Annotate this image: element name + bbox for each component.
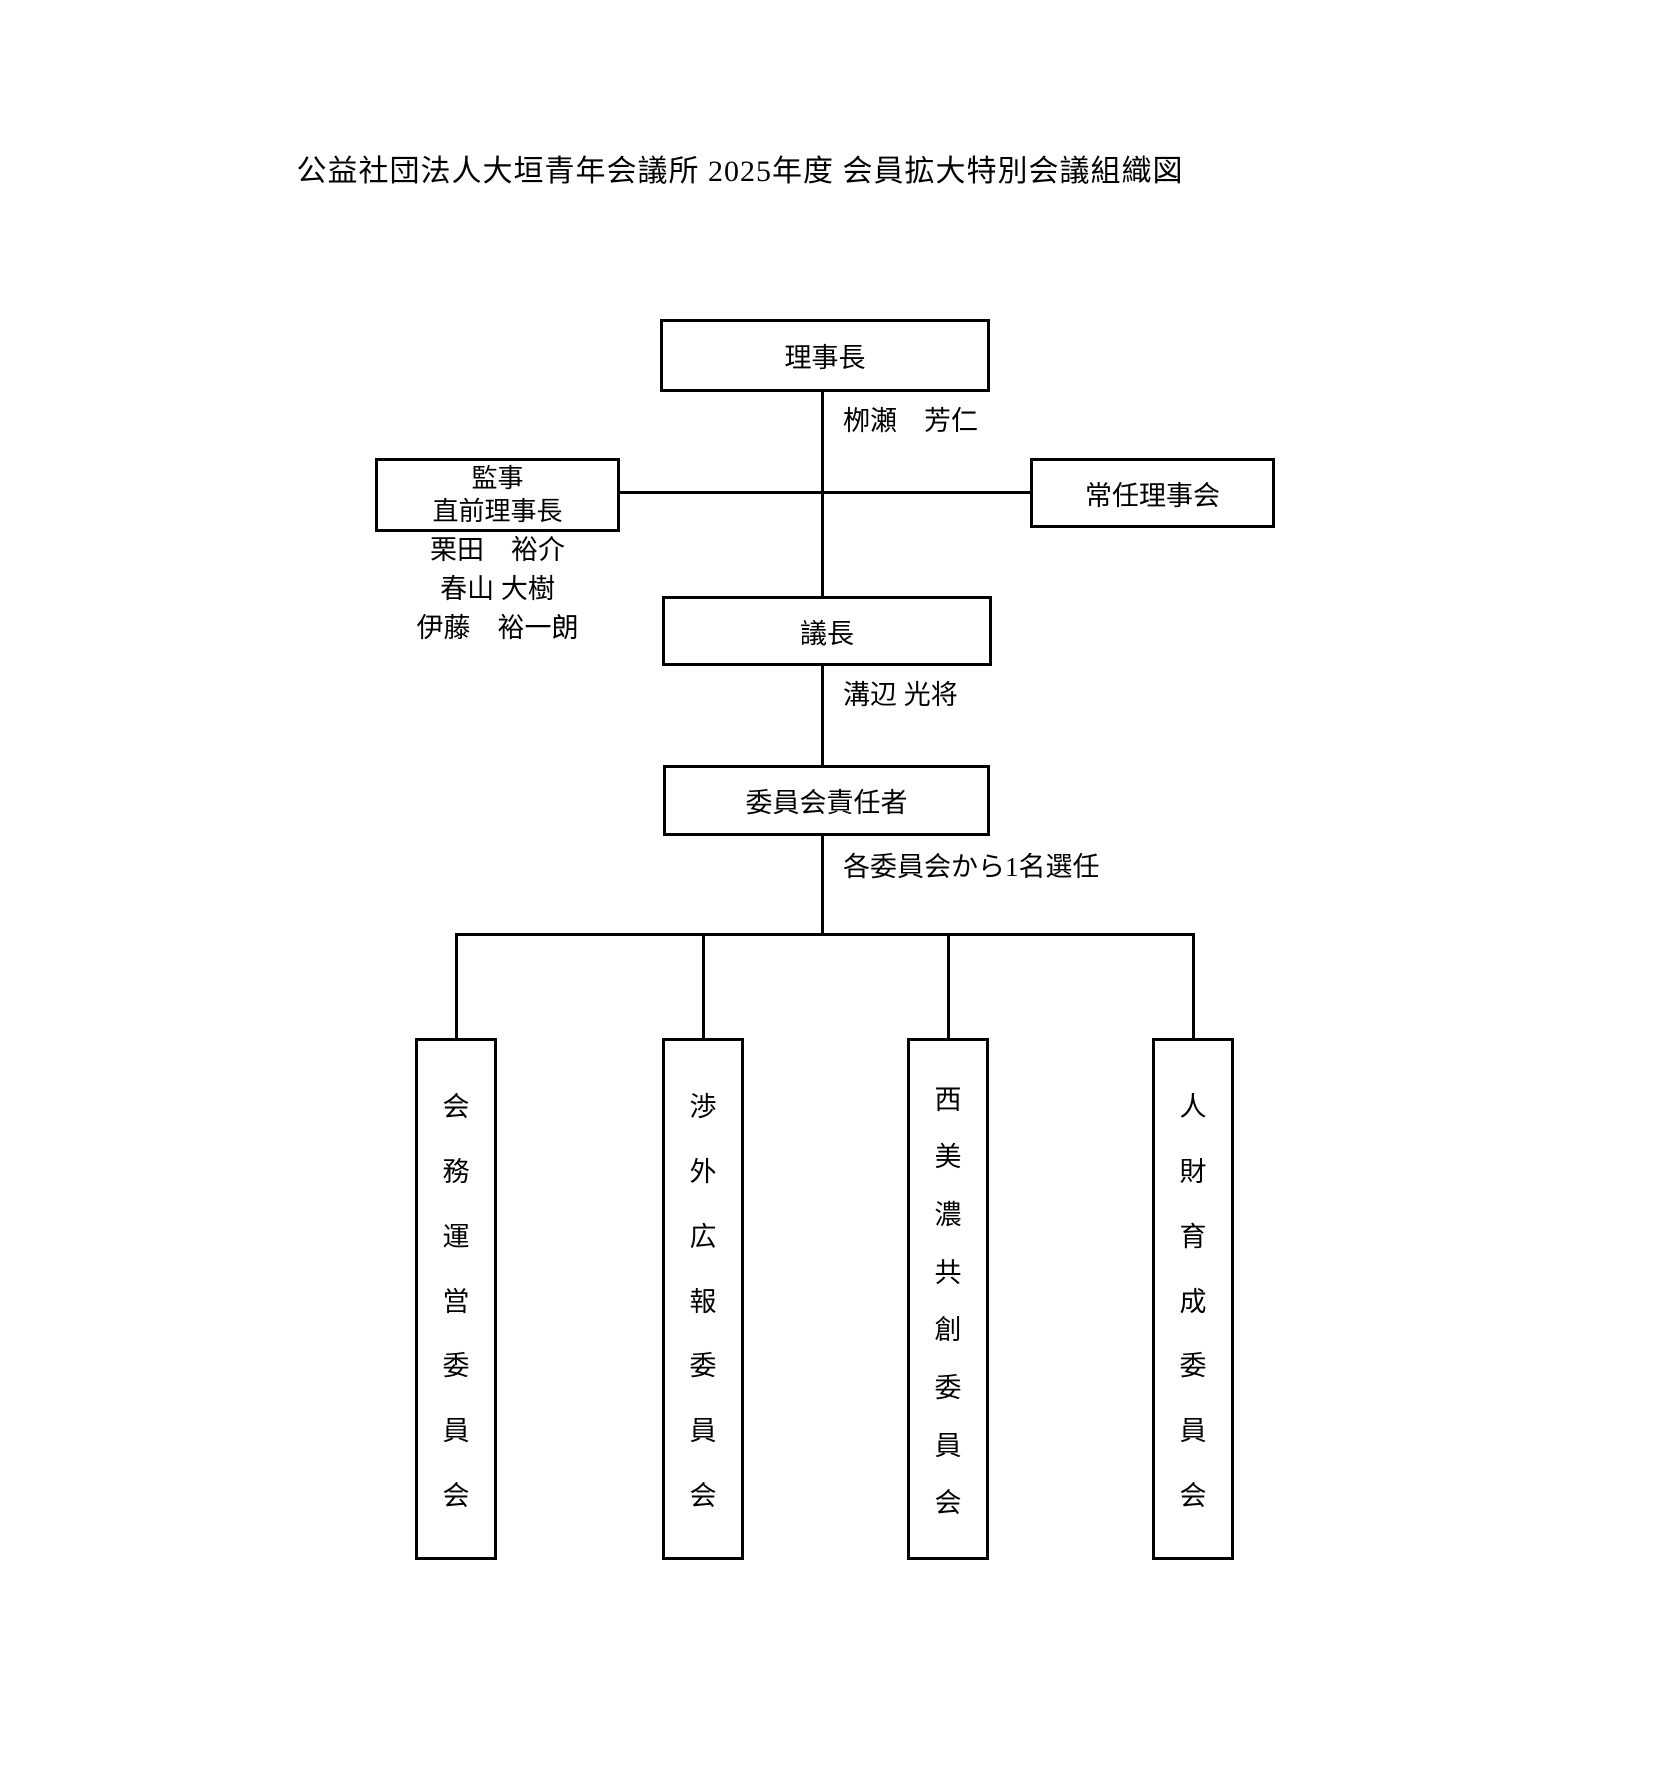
vertical-char: 員 [689, 1416, 717, 1447]
auditor-label-line1: 監事 [471, 464, 524, 493]
standing-board-label: 常任理事会 [1085, 480, 1220, 511]
vertical-char: 報 [689, 1286, 717, 1317]
committee-box-kaimu-unei: 会務運営委員会 [415, 1038, 497, 1560]
vertical-char: 委 [1179, 1351, 1207, 1382]
auditor-label: 監事 直前理事長 [432, 462, 562, 528]
vertical-char: 共 [934, 1257, 962, 1288]
vertical-char: 育 [1179, 1221, 1207, 1252]
committee-head-box: 委員会責任者 [663, 765, 990, 836]
chair-box: 議長 [662, 596, 992, 666]
vertical-char: 財 [1179, 1156, 1207, 1187]
vertical-char: 会 [934, 1488, 962, 1519]
vertical-char: 会 [689, 1481, 717, 1512]
branch-horizontal-line [455, 933, 1195, 936]
vertical-char: 会 [1179, 1481, 1207, 1512]
vertical-char: 美 [934, 1142, 962, 1173]
committee-box-jinzai-ikusei: 人財育成委員会 [1152, 1038, 1234, 1560]
connector-committee-head-to-branch [821, 836, 824, 936]
chair-label: 議長 [800, 618, 854, 649]
committee-head-label: 委員会責任者 [745, 788, 908, 818]
vertical-char: 渉 [689, 1091, 717, 1122]
auditor-member-1: 栗田 裕介 [430, 535, 565, 565]
drop-line-committee-1 [455, 933, 458, 1040]
vertical-char: 委 [442, 1351, 470, 1382]
vertical-char: 成 [1179, 1286, 1207, 1317]
auditor-members: 栗田 裕介 春山 大樹 伊藤 裕一朗 [360, 531, 635, 648]
committee-box-shogai-koho: 渉外広報委員会 [662, 1038, 744, 1560]
drop-line-committee-4 [1192, 933, 1195, 1040]
vertical-char: 会 [442, 1091, 470, 1122]
vertical-char: 営 [442, 1286, 470, 1317]
page-title: 公益社団法人大垣青年会議所 2025年度 会員拡大特別会議組織図 [296, 155, 1184, 188]
auditor-box: 監事 直前理事長 [375, 458, 620, 532]
vertical-char: 員 [442, 1416, 470, 1447]
vertical-char: 会 [442, 1481, 470, 1512]
chair-name: 溝辺 光将 [843, 680, 958, 710]
auditor-member-3: 伊藤 裕一朗 [416, 613, 579, 643]
chairman-label: 理事長 [784, 343, 866, 373]
vertical-char: 外 [689, 1156, 717, 1187]
chairman-name: 栁瀬 芳仁 [843, 406, 978, 436]
vertical-char: 員 [1179, 1416, 1207, 1447]
vertical-char: 運 [442, 1221, 470, 1252]
vertical-char: 委 [689, 1351, 717, 1382]
chairman-box: 理事長 [660, 319, 990, 392]
vertical-char: 濃 [934, 1199, 962, 1230]
drop-line-committee-2 [702, 933, 705, 1040]
vertical-char: 創 [934, 1315, 962, 1346]
vertical-char: 広 [689, 1221, 717, 1252]
vertical-char: 員 [934, 1430, 962, 1461]
vertical-char: 人 [1179, 1091, 1207, 1122]
drop-line-committee-3 [947, 933, 950, 1040]
committee-head-note: 各委員会から1名選任 [843, 852, 1100, 882]
committee-box-nishimino-kyoso: 西美濃共創委員会 [907, 1038, 989, 1560]
vertical-char: 務 [442, 1156, 470, 1187]
vertical-char: 西 [934, 1084, 962, 1115]
standing-board-box: 常任理事会 [1030, 458, 1275, 528]
vertical-char: 委 [934, 1372, 962, 1403]
auditor-member-2: 春山 大樹 [440, 574, 555, 604]
auditor-label-line2: 直前理事長 [432, 497, 563, 526]
connector-chair-to-committee-head [821, 666, 824, 765]
connector-chairman-to-chair [821, 390, 824, 598]
connector-auditor-to-standing-board [618, 491, 1032, 494]
